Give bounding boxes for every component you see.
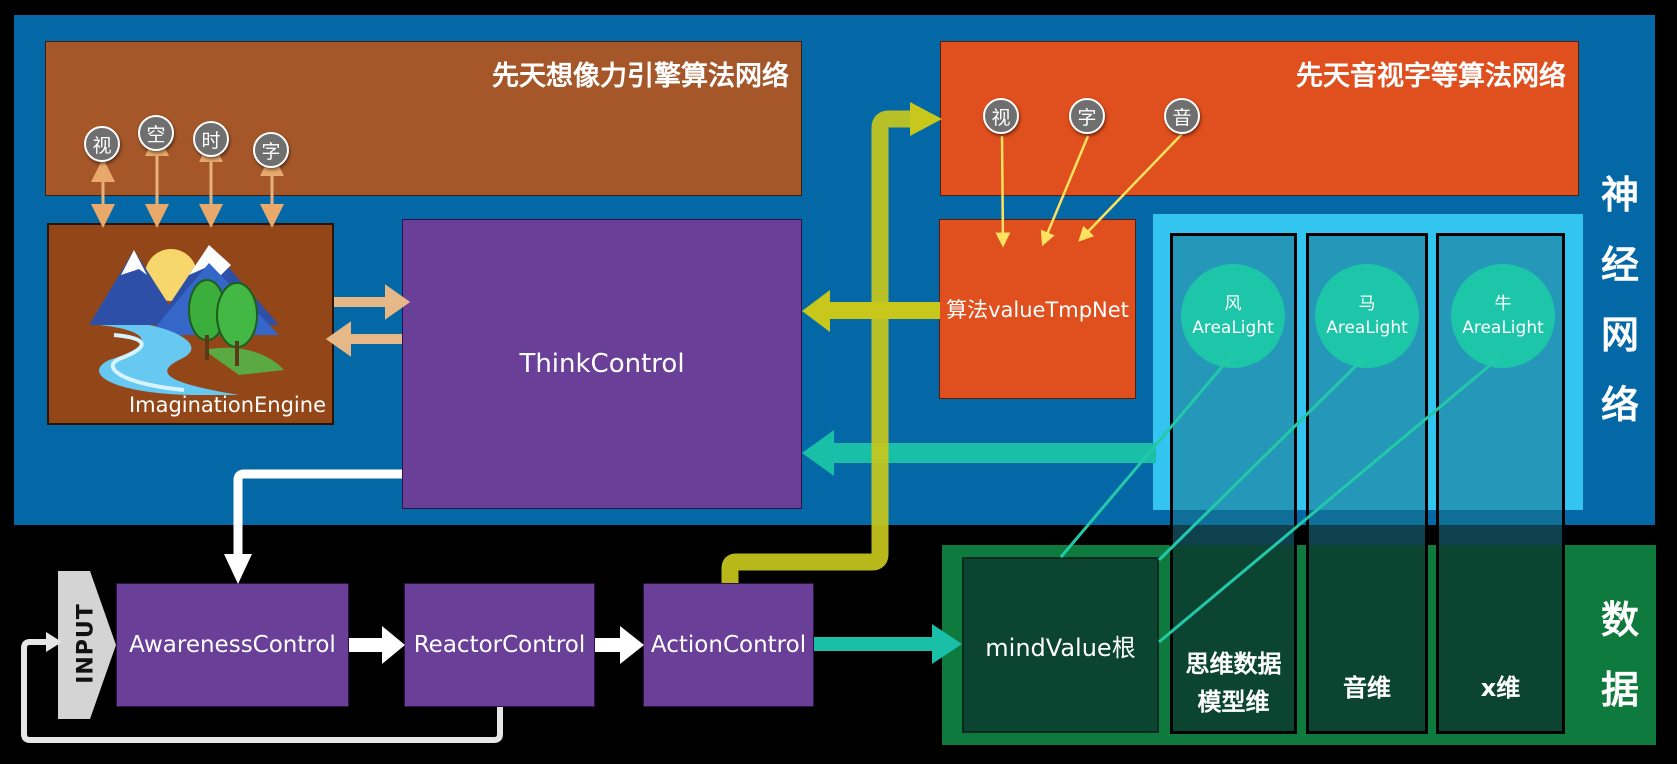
algo-value-tmp-net-box[interactable]: 算法valueTmpNet — [939, 219, 1136, 399]
av-network-box[interactable]: 先天音视字等算法网络 — [940, 41, 1579, 196]
data-label-char: 数 — [1600, 598, 1639, 642]
reactor-control-box[interactable]: ReactorControl — [404, 583, 595, 707]
imagination-node-space[interactable]: 空 — [138, 115, 174, 151]
mind-value-box[interactable]: mindValue根 — [962, 557, 1159, 733]
snow-cap-left — [121, 250, 147, 275]
action-to-mind-shaft — [814, 637, 934, 651]
reactor-to-action-head — [620, 626, 644, 664]
imagination-engine-label: ImaginationEngine — [128, 393, 326, 417]
column-label-sound: 音维 — [1343, 674, 1391, 702]
column-label-mind-line1: 思维数据 — [1185, 650, 1282, 678]
input-arrow[interactable]: INPUT — [58, 571, 118, 719]
data-side-label: 数 据 — [1590, 585, 1650, 725]
av-node-sound[interactable]: 音 — [1164, 98, 1200, 134]
tree-left-trunk — [205, 335, 209, 360]
tree-right-trunk — [235, 341, 239, 366]
data-label-char: 据 — [1600, 668, 1639, 712]
area-light-label: AreaLight — [1192, 318, 1274, 338]
reactor-to-action-shaft — [595, 638, 621, 652]
area-light-char: 牛 — [1494, 294, 1512, 314]
area-light-label: AreaLight — [1326, 318, 1408, 338]
grass-shape — [204, 347, 284, 375]
column-label-mind-line2: 模型维 — [1197, 688, 1270, 716]
imagination-node-time[interactable]: 时 — [193, 121, 229, 157]
area-light-label: AreaLight — [1462, 318, 1544, 338]
area-light-wind[interactable]: 风 AreaLight — [1181, 264, 1285, 368]
column-lower-sound — [1309, 545, 1425, 731]
think-to-awareness-head — [224, 554, 252, 584]
input-label: INPUT — [73, 603, 99, 684]
snow-cap-right — [189, 245, 231, 277]
av-node-char[interactable]: 字 — [1069, 98, 1105, 134]
imagination-network-box[interactable]: 先天想像力引擎算法网络 — [45, 41, 802, 196]
av-node-vision[interactable]: 视 — [983, 98, 1019, 134]
imagination-node-vision[interactable]: 视 — [84, 126, 120, 162]
neural-label-char: 神 — [1600, 173, 1639, 217]
river-highlight — [110, 333, 185, 392]
river-shape — [99, 325, 239, 395]
awareness-to-reactor-head — [382, 626, 405, 664]
tree-right — [216, 282, 258, 348]
action-control-box[interactable]: ActionControl — [643, 583, 814, 707]
imagination-node-char[interactable]: 字 — [253, 132, 289, 168]
av-network-title: 先天音视字等算法网络 — [1296, 61, 1566, 92]
awareness-control-box[interactable]: AwarenessControl — [116, 583, 349, 707]
awareness-to-reactor-shaft — [349, 638, 383, 652]
neural-label-char: 络 — [1600, 383, 1639, 427]
imagination-network-title: 先天想像力引擎算法网络 — [492, 61, 789, 92]
column-lower-x — [1439, 545, 1562, 731]
think-control-box[interactable]: ThinkControl — [402, 219, 802, 509]
neural-label-char: 经 — [1600, 243, 1639, 287]
column-label-x: x维 — [1480, 674, 1521, 702]
area-light-char: 马 — [1358, 294, 1376, 314]
area-light-ox[interactable]: 牛 AreaLight — [1451, 264, 1555, 368]
neural-side-label: 神 经 网 络 — [1590, 160, 1650, 440]
imagination-engine-box[interactable]: ImaginationEngine — [47, 223, 334, 425]
neural-label-char: 网 — [1600, 313, 1639, 357]
column-label-mind: 思维数据 模型维 — [1170, 645, 1297, 721]
area-light-horse[interactable]: 马 AreaLight — [1315, 264, 1419, 368]
area-light-char: 风 — [1224, 294, 1242, 314]
mountain-landscape-icon — [89, 245, 284, 395]
